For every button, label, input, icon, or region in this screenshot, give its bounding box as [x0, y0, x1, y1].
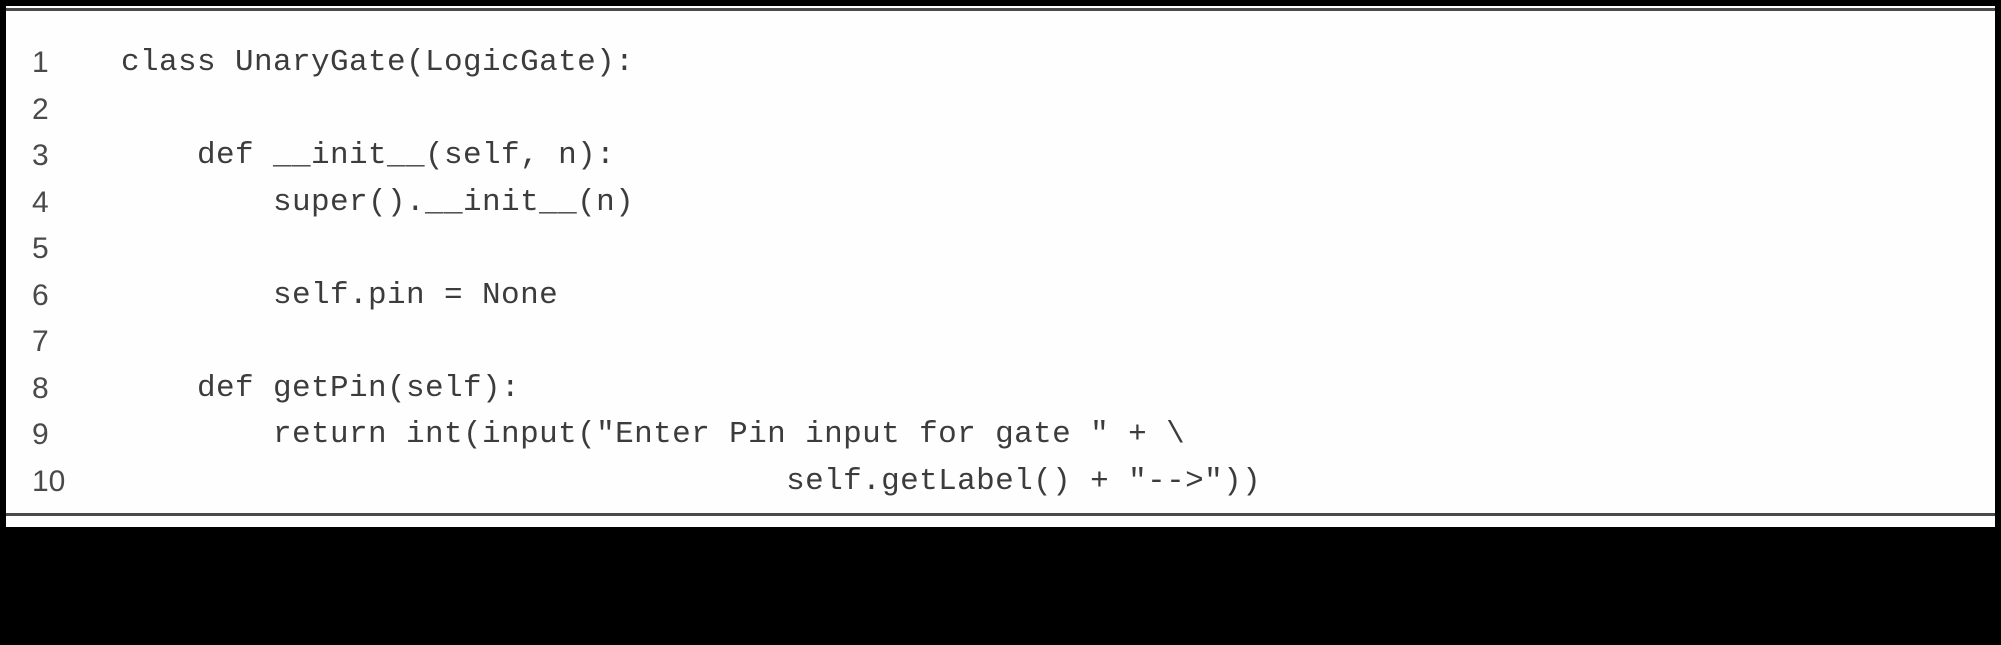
line-code: self.pin = None: [121, 277, 559, 313]
line-code: def getPin(self):: [121, 370, 521, 406]
code-line: 10 self.getLabel() + "-->")): [6, 459, 1995, 506]
line-number: 1: [32, 46, 49, 79]
top-rule: [6, 8, 1995, 11]
line-number: 5: [32, 232, 49, 265]
line-code: return int(input("Enter Pin input for ga…: [121, 417, 1186, 452]
code-listing: 1 class UnaryGate(LogicGate): 2 3 def __…: [6, 6, 1995, 527]
code-line: 3 def __init__(self, n):: [6, 133, 1995, 180]
line-number: 4: [32, 185, 49, 219]
code-line: 1 class UnaryGate(LogicGate):: [6, 40, 1995, 87]
code-line: 7: [6, 319, 1995, 366]
line-code: class UnaryGate(LogicGate):: [121, 45, 635, 80]
line-code: self.getLabel() + "-->")): [121, 463, 1262, 499]
code-line: 5: [6, 226, 1995, 273]
code-lines: 1 class UnaryGate(LogicGate): 2 3 def __…: [6, 40, 1995, 505]
line-number: 6: [32, 278, 49, 312]
code-line: 6 self.pin = None: [6, 273, 1995, 320]
code-line: 9 return int(input("Enter Pin input for …: [6, 412, 1995, 459]
line-code: def __init__(self, n):: [121, 138, 616, 173]
code-line: 8 def getPin(self):: [6, 366, 1995, 413]
bottom-rule: [6, 513, 1995, 516]
code-line: 2: [6, 87, 1995, 134]
line-number: 8: [32, 371, 49, 405]
line-number: 10: [32, 464, 66, 498]
code-line: 4 super().__init__(n): [6, 180, 1995, 227]
line-number: 9: [32, 418, 49, 451]
line-number: 3: [32, 139, 49, 172]
line-code: super().__init__(n): [121, 184, 635, 220]
line-number: 2: [32, 92, 49, 126]
line-number: 7: [32, 325, 49, 358]
